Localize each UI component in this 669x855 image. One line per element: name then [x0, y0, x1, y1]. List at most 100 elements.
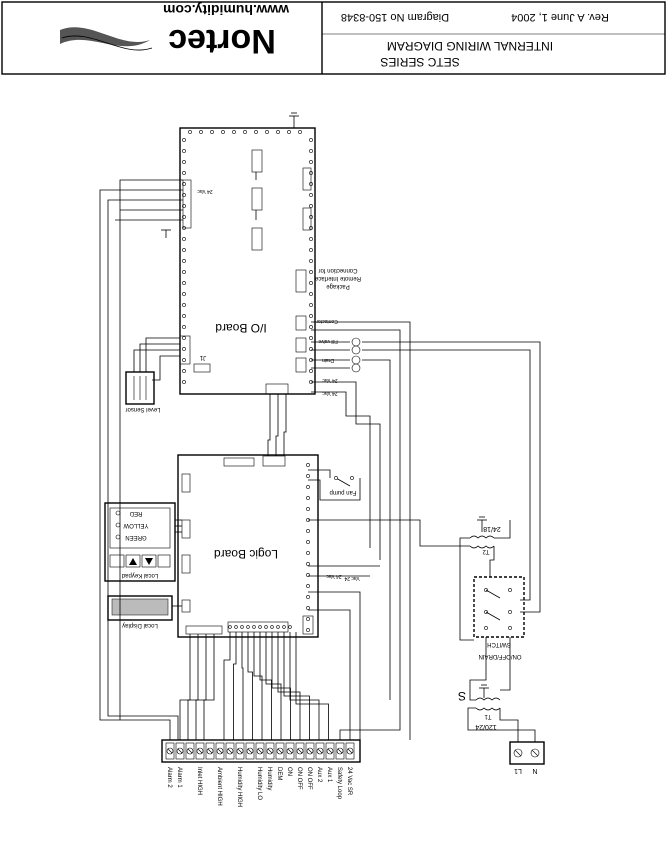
logic-connector-p4 [181, 519, 191, 539]
arrow-up-icon [129, 558, 137, 565]
wire [133, 349, 180, 372]
io-terminal-right [309, 160, 313, 164]
io-connector-p4 [295, 337, 307, 353]
io-terminal-left [182, 149, 186, 153]
wire [107, 199, 183, 740]
logic-board-terminals [228, 463, 310, 632]
nortec-logo [60, 27, 153, 51]
io-terminal-left [182, 303, 186, 307]
io-terminal-right [309, 292, 313, 296]
field-terminal [295, 742, 305, 760]
led-red-label: RED [129, 510, 142, 516]
io-connector-p5 [302, 207, 312, 231]
wire [311, 329, 401, 740]
wire [247, 632, 253, 740]
screw-slot [217, 748, 223, 754]
wire [275, 394, 279, 456]
io-terminal-left [182, 248, 186, 252]
label-j1: J1 [199, 354, 206, 360]
io-terminal-top [287, 130, 291, 134]
logic-connector-p6 [181, 599, 191, 613]
screw-slot [247, 748, 253, 754]
wire [500, 637, 511, 691]
logic-terminal-p8 [258, 625, 262, 629]
io-board [179, 127, 316, 395]
screw-slot [327, 748, 333, 754]
io-connector-p8 [265, 383, 289, 395]
wire [499, 708, 519, 742]
io-terminal-left [182, 325, 186, 329]
wire [289, 632, 320, 740]
field-terminal [345, 742, 355, 760]
io-terminal-top [232, 130, 236, 134]
io-terminal-right [309, 149, 313, 153]
wire [99, 189, 183, 740]
label-package: Package [326, 283, 350, 289]
field-terminal-label: Aux 1 [326, 767, 332, 783]
wire [139, 343, 180, 372]
field-terminal [315, 742, 325, 760]
field-terminal-label: DEM [276, 767, 282, 780]
field-terminal [165, 742, 175, 760]
drain-coil-icon [351, 355, 361, 373]
logic-connector-p1 [302, 615, 314, 635]
led-green-icon [115, 534, 121, 540]
io-terminal-left [182, 281, 186, 285]
io-terminal-left [182, 292, 186, 296]
io-terminal-right [309, 303, 313, 307]
switch-contacts [484, 588, 512, 630]
logic-terminal-right [306, 540, 310, 544]
logic-terminal-p8 [240, 625, 244, 629]
logic-terminal-p8 [246, 625, 250, 629]
screw-slot [337, 748, 343, 754]
screw-slot [267, 748, 273, 754]
ground-icon-left [161, 229, 171, 238]
label-24vac-in-1: 24 Vac [322, 377, 338, 383]
logic-terminal-right [306, 463, 310, 467]
field-terminal-label: ON OFF [306, 767, 312, 790]
wire [233, 632, 237, 740]
revision-date: Rev. A June 1, 2004 [511, 11, 609, 23]
io-terminal-right [309, 237, 313, 241]
power-terminal-block [509, 741, 545, 765]
io-terminal-right [309, 248, 313, 252]
wire [308, 591, 361, 740]
wire [362, 341, 541, 613]
wire [119, 179, 183, 720]
field-terminal [195, 742, 205, 760]
logic-connector-p2 [223, 457, 255, 467]
wire [362, 359, 391, 700]
io-jumper-j1 [193, 363, 211, 373]
field-terminal-label: Inlet HIGH [196, 767, 202, 795]
screw-slot [187, 748, 193, 754]
keypad-panel [104, 502, 176, 582]
led-red-icon [115, 510, 121, 516]
ground-icon-t1 [479, 684, 489, 698]
field-terminal-label: Safety Loop [336, 767, 342, 800]
ground-icon-t2 [477, 516, 487, 532]
wire [467, 707, 536, 742]
io-terminal-right [309, 270, 313, 274]
transformer-t1-icon [475, 697, 501, 711]
field-terminal-label: ON [286, 767, 292, 776]
wire [203, 634, 215, 740]
label-24vac-in-2: 24 Vac [322, 390, 338, 396]
io-terminal-left [182, 369, 186, 373]
diagram-title: INTERNAL WIRING DIAGRAM [387, 39, 553, 53]
label-fill-valve: Fill valve [318, 338, 338, 344]
io-terminal-right [309, 138, 313, 142]
wire [277, 632, 301, 740]
screw-slot [207, 748, 213, 754]
io-terminal-top [254, 130, 258, 134]
title-block-frame [1, 1, 666, 75]
io-terminal-left [182, 160, 186, 164]
label-24vac: 24 Vac [197, 188, 213, 194]
label-connection-for: Connection for [318, 267, 357, 273]
logic-connector-j3 [181, 473, 191, 493]
io-terminal-left [182, 259, 186, 263]
logic-terminal-p8 [276, 625, 280, 629]
fuse-s-label: S [458, 689, 466, 703]
io-terminal-top [188, 130, 192, 134]
